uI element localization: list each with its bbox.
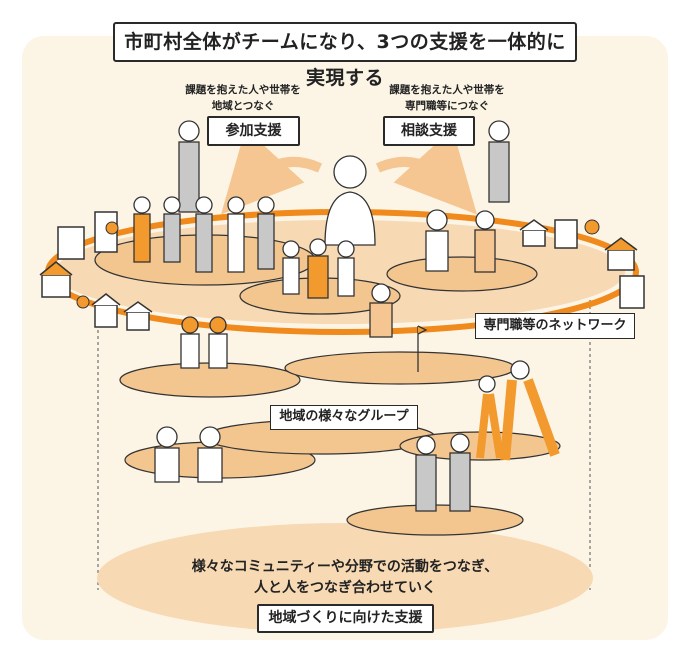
arrow-to-consultation [375, 128, 478, 215]
people-figures [133, 120, 560, 512]
participation-support-label: 参加支援 [207, 116, 300, 146]
community-groups-label: 地域の様々なグループ [270, 405, 418, 430]
consultation-support-label: 相談支援 [383, 116, 475, 146]
base-disc [97, 523, 593, 633]
consultation-desc-line2: 専門職等につなぐ [405, 100, 489, 112]
disc-consultation [386, 256, 538, 292]
community-desc-line2: 人と人をつなぎ合わせていく [254, 580, 436, 596]
consultation-description: 課題を抱えた人や世帯を 専門職等につなぐ [372, 82, 522, 114]
participation-desc-line2: 地域とつなぐ [211, 100, 275, 112]
arrow-to-participation [220, 128, 323, 215]
community-desc-line1: 様々なコミュニティーや分野での活動をつなぎ、 [191, 559, 499, 575]
participation-desc-line1: 課題を抱えた人や世帯を [185, 84, 301, 96]
consultation-desc-line1: 課題を抱えた人や世帯を [389, 84, 505, 96]
tree-icons [76, 219, 600, 309]
network-label: 専門職等のネットワーク [475, 313, 635, 339]
building-icons [39, 211, 645, 331]
community-description: 様々なコミュニティーや分野での活動をつなぎ、 人と人をつなぎ合わせていく [150, 557, 540, 599]
page-title: 市町村全体がチームになり、3つの支援を一体的に実現する [113, 22, 577, 89]
participation-description: 課題を抱えた人や世帯を 地域とつなぐ [168, 82, 318, 114]
community-building-support-label: 地域づくりに向けた支援 [257, 604, 434, 633]
